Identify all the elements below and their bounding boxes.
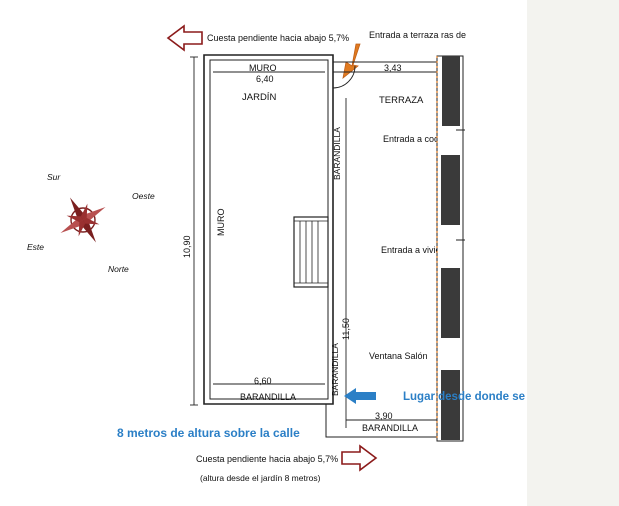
compass-west: Oeste	[132, 191, 155, 201]
street-arrow-left	[166, 24, 203, 52]
terrace-outline	[332, 61, 437, 98]
muro-top-dim: 6,40	[256, 74, 274, 84]
muro-top-label: MURO	[249, 63, 277, 73]
terrace-dim: 3,43	[384, 63, 402, 73]
terrace-entrance-label: Entrada a terraza ras de	[369, 30, 466, 40]
compass-north: Norte	[108, 264, 129, 274]
barandilla-bottom-label: BARANDILLA	[240, 392, 296, 402]
length-dim: 11,50	[341, 318, 351, 340]
entry-arrow	[342, 43, 361, 79]
barandilla-upper: BARANDILLA	[332, 127, 342, 180]
street-arrow-right	[341, 444, 378, 472]
top-slope-note: Cuesta pendiente hacia abajo 5,7%	[207, 33, 349, 43]
compass-south: Sur	[47, 172, 61, 182]
height-dim: 10,90	[182, 235, 192, 258]
site-plan: Cuesta pendiente hacia abajo 5,7% Cuesta…	[27, 24, 527, 483]
garden-label: JARDÍN	[242, 92, 276, 103]
bottom-slope-note: Cuesta pendiente hacia abajo 5,7%	[196, 454, 338, 464]
compass-rose	[60, 197, 106, 243]
lower-terrace-dim: 3,90	[375, 411, 393, 421]
house-entrance-label: Entrada a vivienda	[381, 245, 456, 255]
height-note: 8 metros de altura sobre la calle	[117, 426, 300, 440]
terrace-label: TERRAZA	[379, 95, 424, 106]
bottom-subnote: (altura desde el jardín 8 metros)	[200, 473, 321, 483]
floor-plan-sheet: Cuesta pendiente hacia abajo 5,7% Cuesta…	[0, 0, 527, 506]
garden-stairs	[293, 216, 329, 288]
living-window-label: Ventana Salón	[369, 351, 428, 361]
garden-inner-outline	[209, 59, 329, 400]
barandilla-lower: BARANDILLA	[330, 343, 340, 396]
photo-location-label: Lugar desde donde se sacó la foto	[403, 391, 527, 403]
lower-barandilla-label: BARANDILLA	[362, 423, 418, 433]
compass-east: Este	[27, 242, 44, 252]
lower-terrace-outline	[325, 404, 437, 438]
door-swing	[332, 65, 356, 89]
muro-left-label: MURO	[216, 209, 226, 237]
garden-outline	[203, 54, 334, 405]
bottom-dim: 6,60	[254, 376, 272, 386]
photo-location-arrow	[344, 388, 376, 404]
building-wall	[436, 55, 465, 442]
kitchen-entrance-label: Entrada a cocina	[383, 134, 451, 144]
